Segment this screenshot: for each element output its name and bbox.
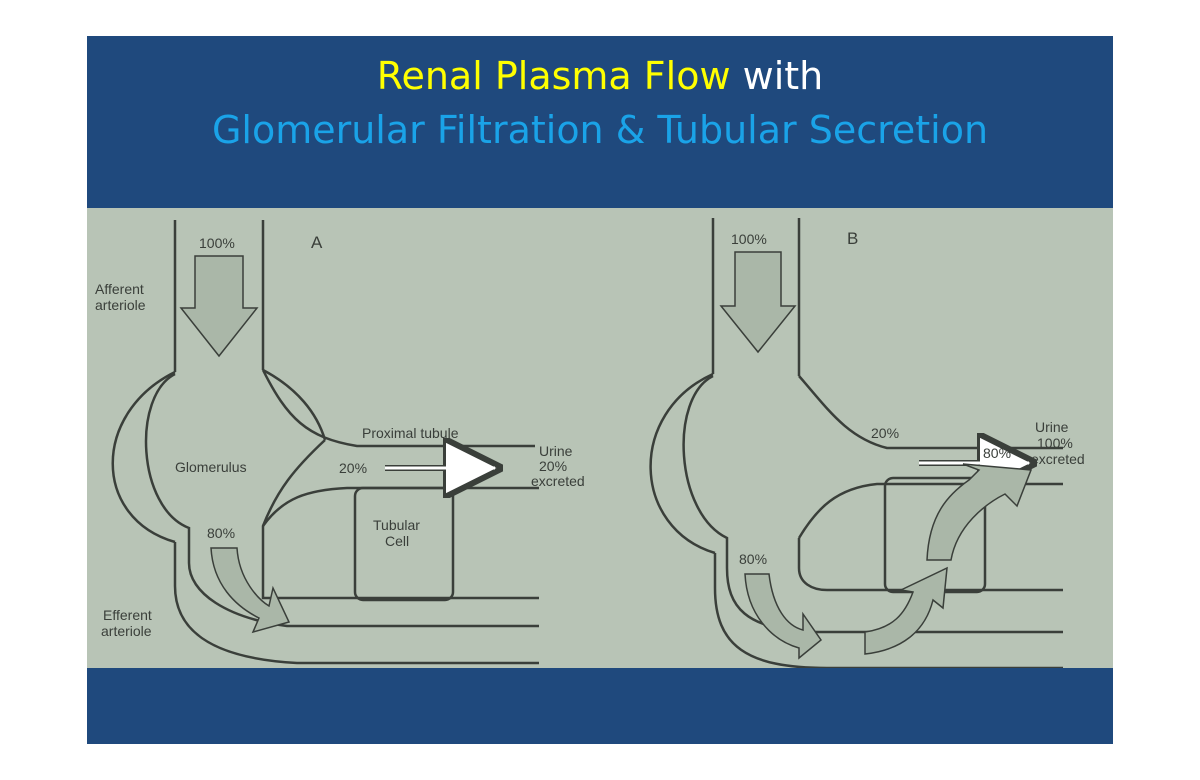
inflow-arrow-a <box>179 255 259 358</box>
efferent-pct-b: 80% <box>739 551 767 567</box>
efferent-label-a-2: arteriole <box>101 623 152 639</box>
capsule-arc-b <box>649 372 716 555</box>
glomerulus-left-b <box>682 374 1063 634</box>
renal-flow-diagram: A 100% Afferent arteriole Proximal tubul… <box>87 208 1113 668</box>
urine-label-a-1: Urine <box>539 443 573 459</box>
capsule-arc-a <box>111 370 176 544</box>
efferent-arrow-b <box>744 573 823 660</box>
urine-label-a-2: 20% <box>539 458 567 474</box>
glomerulus-label-a: Glomerulus <box>175 459 247 475</box>
afferent-label-a-2: arteriole <box>95 297 146 313</box>
inflow-arrow-b <box>719 251 797 354</box>
efferent-pct-a: 80% <box>207 525 235 541</box>
slide-title: Renal Plasma Flow with Glomerular Filtra… <box>87 50 1113 158</box>
title-line-2: Glomerular Filtration & Tubular Secretio… <box>211 108 989 152</box>
panel-letter-b: B <box>847 229 858 248</box>
panel-a <box>111 220 539 665</box>
filtered-pct-a: 20% <box>339 460 367 476</box>
tubular-cell-a <box>353 486 455 602</box>
title-highlight: Renal Plasma Flow <box>376 54 731 98</box>
cell-label-a-1: Tubular <box>373 517 420 533</box>
proximal-wall-upper-a <box>261 369 535 448</box>
glomerulus-top-right-a <box>262 368 327 441</box>
panel-b <box>649 218 1063 668</box>
inflow-pct-b: 100% <box>731 231 767 247</box>
glomerulus-left-a <box>144 372 539 628</box>
secretion-arrow-upper-b <box>926 463 1033 561</box>
title-connector: with <box>730 54 824 98</box>
urine-label-a-3: excreted <box>531 473 585 489</box>
slide: Renal Plasma Flow with Glomerular Filtra… <box>87 36 1113 744</box>
efferent-label-a-1: Efferent <box>103 607 152 623</box>
title-line-1: Renal Plasma Flow with <box>87 50 1113 102</box>
proximal-label-a: Proximal tubule <box>362 425 459 441</box>
diagram-svg: A 100% Afferent arteriole Proximal tubul… <box>95 218 1085 668</box>
proximal-wall-upper-b <box>798 375 1063 450</box>
proximal-wall-lower-b <box>797 482 1063 539</box>
urine-label-b-3: excreted <box>1031 451 1085 467</box>
panel-letter-a: A <box>311 233 323 252</box>
cell-label-a-2: Cell <box>385 533 409 549</box>
efferent-arrow-a <box>210 547 291 634</box>
filtered-pct-b: 20% <box>871 425 899 441</box>
efferent-outer-wall-b <box>713 553 1063 668</box>
urine-label-b-2: 100% <box>1037 435 1073 451</box>
efferent-outer-wall-a <box>173 542 539 665</box>
inflow-pct-a: 100% <box>199 235 235 251</box>
secreted-pct-b: 80% <box>983 445 1011 461</box>
secretion-arrow-lower-b <box>864 566 948 655</box>
afferent-label-a-1: Afferent <box>95 281 144 297</box>
urine-label-b-1: Urine <box>1035 419 1069 435</box>
proximal-wall-lower-a <box>261 486 539 527</box>
peritubular-wall-b <box>797 538 1063 592</box>
